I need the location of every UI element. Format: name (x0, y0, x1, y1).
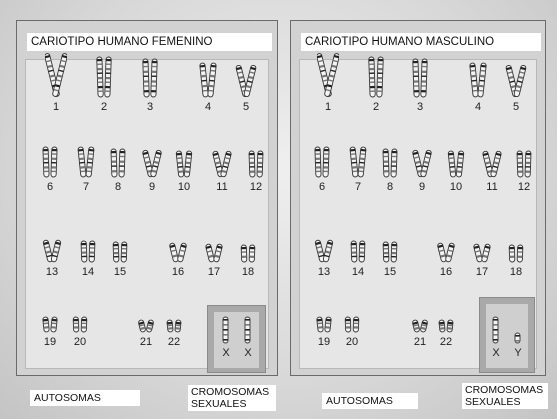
chromosome-pair-11 (211, 149, 233, 184)
chromosome-pair-3 (409, 57, 431, 104)
male-sex-chromosome-box (479, 297, 535, 373)
chromosome-number: 11 (210, 181, 234, 193)
chromosome-pair-1 (45, 51, 67, 104)
chromosome-number: 20 (340, 336, 364, 348)
chromosome-pair-1 (317, 51, 339, 104)
chromosome-number: 12 (244, 181, 268, 193)
chromosome-number: 15 (378, 266, 402, 278)
chromosome-pair-9 (411, 148, 433, 184)
sex-chromosome-x-2 (243, 315, 253, 350)
sex-chromosome-label: Y (512, 347, 524, 359)
chromosome-number: 21 (408, 336, 432, 348)
male-sex-chromosomes-label: CROMOSOMAS SEXUALES (462, 383, 548, 409)
chromosome-pair-2 (93, 55, 115, 104)
chromosome-number: 10 (444, 181, 468, 193)
chromosome-number: 5 (234, 101, 258, 113)
chromosome-number: 13 (40, 266, 64, 278)
chromosome-number: 20 (68, 336, 92, 348)
female-sex-label-line2: SEXUALES (191, 398, 273, 410)
chromosome-pair-8 (107, 147, 129, 184)
chromosome-pair-16 (167, 241, 189, 269)
chromosome-pair-2 (365, 55, 387, 104)
chromosome-number: 10 (172, 181, 196, 193)
chromosome-number: 8 (378, 181, 402, 193)
chromosome-number: 6 (310, 181, 334, 193)
chromosome-number: 21 (134, 336, 158, 348)
chromosome-pair-3 (139, 57, 161, 104)
chromosome-pair-6 (311, 145, 333, 184)
chromosome-pair-12 (245, 149, 267, 184)
chromosome-number: 17 (202, 266, 226, 278)
chromosome-number: 2 (92, 101, 116, 113)
chromosome-pair-11 (481, 149, 503, 184)
chromosome-pair-5 (235, 63, 257, 104)
chromosome-number: 19 (38, 336, 62, 348)
chromosome-number: 9 (140, 181, 164, 193)
sex-chromosome-x-1 (491, 315, 501, 350)
chromosome-number: 9 (410, 181, 434, 193)
chromosome-pair-6 (39, 145, 61, 184)
chromosome-number: 16 (166, 266, 190, 278)
sex-chromosome-label: X (242, 347, 254, 359)
male-autosomes-label: AUTOSOMAS (322, 393, 418, 409)
sex-chromosome-x-1 (221, 315, 231, 350)
chromosome-number: 1 (44, 101, 68, 113)
male-sex-label-line1: CROMOSOMAS (465, 384, 545, 396)
chromosome-number: 5 (504, 101, 528, 113)
chromosome-number: 7 (74, 181, 98, 193)
chromosome-number: 18 (504, 266, 528, 278)
female-sex-chromosomes-label: CROMOSOMAS SEXUALES (188, 385, 276, 411)
chromosome-number: 3 (408, 101, 432, 113)
chromosome-pair-7 (347, 145, 369, 184)
chromosome-number: 14 (76, 266, 100, 278)
chromosome-pair-14 (347, 239, 369, 269)
chromosome-number: 1 (316, 101, 340, 113)
chromosome-number: 17 (470, 266, 494, 278)
sex-chromosome-label: X (220, 347, 232, 359)
chromosome-number: 22 (162, 336, 186, 348)
chromosome-number: 18 (236, 266, 260, 278)
chromosome-number: 4 (466, 101, 490, 113)
chromosome-number: 4 (196, 101, 220, 113)
chromosome-pair-17 (471, 242, 493, 269)
chromosome-number: 6 (38, 181, 62, 193)
chromosome-pair-15 (109, 240, 131, 269)
chromosome-pair-10 (173, 149, 195, 184)
chromosome-number: 3 (138, 101, 162, 113)
chromosome-pair-4 (467, 61, 489, 104)
chromosome-pair-4 (197, 61, 219, 104)
chromosome-number: 8 (106, 181, 130, 193)
chromosome-pair-13 (41, 238, 63, 269)
chromosome-number: 14 (346, 266, 370, 278)
chromosome-pair-14 (77, 239, 99, 269)
chromosome-number: 12 (512, 181, 536, 193)
chromosome-pair-13 (313, 238, 335, 269)
chromosome-number: 13 (312, 266, 336, 278)
chromosome-pair-16 (435, 241, 457, 269)
chromosome-pair-17 (203, 242, 225, 269)
chromosome-number: 15 (108, 266, 132, 278)
chromosome-pair-7 (75, 145, 97, 184)
chromosome-number: 16 (434, 266, 458, 278)
chromosome-number: 19 (312, 336, 336, 348)
chromosome-pair-10 (445, 149, 467, 184)
chromosome-pair-5 (505, 63, 527, 104)
chromosome-number: 7 (346, 181, 370, 193)
female-autosomes-label: AUTOSOMAS (30, 390, 140, 406)
chromosome-pair-12 (513, 149, 535, 184)
chromosome-number: 22 (434, 336, 458, 348)
chromosome-number: 2 (364, 101, 388, 113)
male-title: CARIOTIPO HUMANO MASCULINO (301, 33, 541, 51)
female-title: CARIOTIPO HUMANO FEMENINO (27, 33, 272, 51)
female-sex-label-line1: CROMOSOMAS (191, 386, 273, 398)
chromosome-pair-8 (379, 147, 401, 184)
male-sex-label-line2: SEXUALES (465, 396, 545, 408)
sex-chromosome-label: X (490, 347, 502, 359)
chromosome-number: 11 (480, 181, 504, 193)
female-sex-chromosome-box (207, 305, 266, 373)
chromosome-pair-15 (379, 240, 401, 269)
chromosome-pair-9 (141, 148, 163, 184)
